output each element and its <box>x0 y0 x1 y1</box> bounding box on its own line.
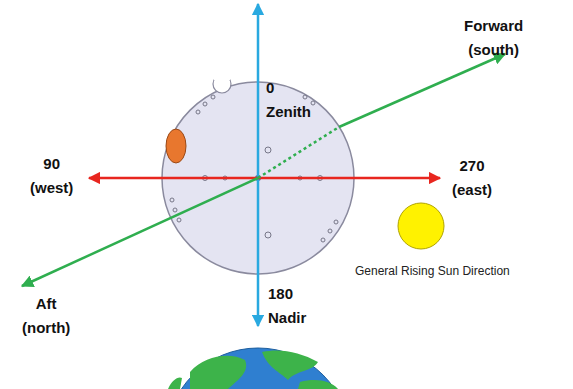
west-east-axis <box>89 177 440 180</box>
zenith-label: 0 Zenith <box>266 76 311 124</box>
forward-axis-hidden <box>258 127 339 178</box>
sun <box>398 203 444 249</box>
zenith-nadir-axis <box>257 4 260 326</box>
forward-label: Forward (south) <box>464 14 523 62</box>
nadir-label: 180 Nadir <box>268 282 306 330</box>
forward-axis <box>339 54 505 127</box>
aft-label: Aft (north) <box>22 292 70 340</box>
west-label: 90 (west) <box>30 152 73 200</box>
east-label: 270 (east) <box>452 154 492 202</box>
earth <box>166 348 350 389</box>
sun-direction-note: General Rising Sun Direction <box>355 264 510 279</box>
